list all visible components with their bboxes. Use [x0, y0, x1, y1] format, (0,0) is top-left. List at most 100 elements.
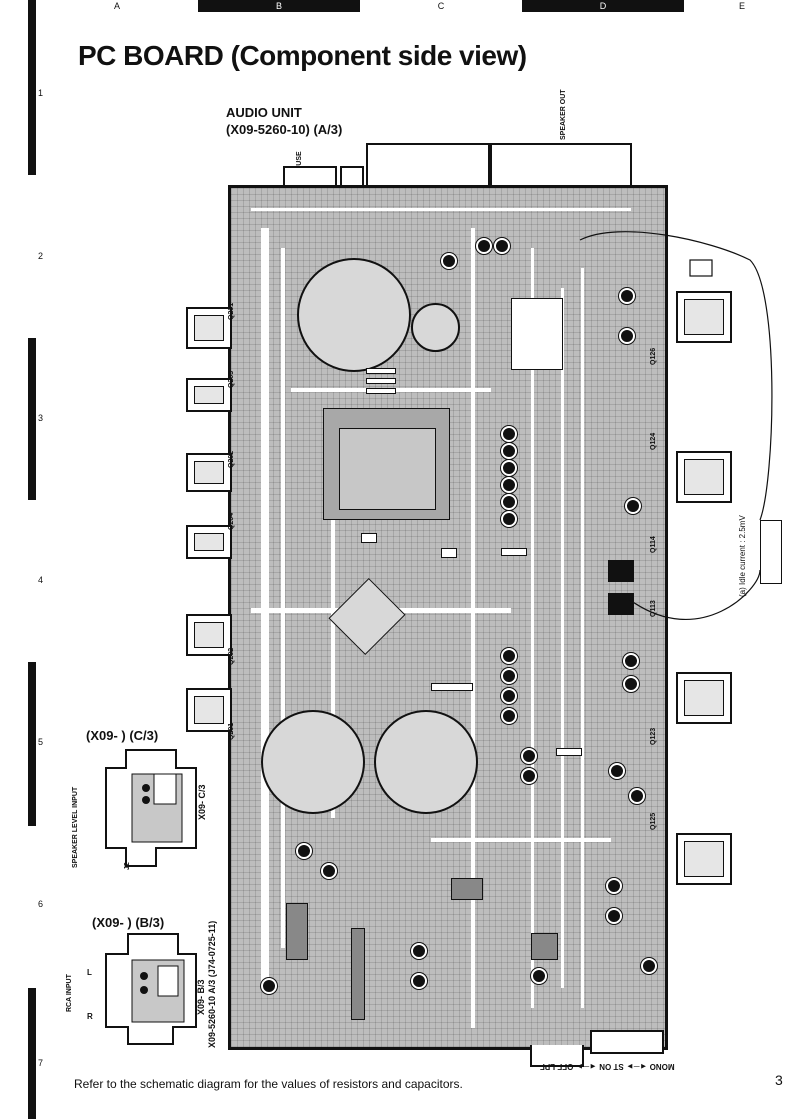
relay	[511, 298, 563, 370]
mode-switch-label: MONO ◄─► ST ON ◄─► OFF LPF	[540, 1062, 675, 1071]
power-transistor-tab	[676, 451, 732, 503]
capacitor	[261, 710, 365, 814]
transistor	[501, 426, 517, 442]
idle-current-label: (a) Idle current : 2.5mV	[738, 515, 747, 597]
row-label: 5	[38, 737, 44, 747]
footer-note: Refer to the schematic diagram for the v…	[74, 1077, 463, 1091]
transistor	[411, 943, 427, 959]
capacitor	[297, 258, 411, 372]
transistor-label: Q201	[228, 722, 235, 740]
transistor	[501, 648, 517, 664]
transistor-label: Q125	[650, 812, 657, 830]
power-transistor-tab	[186, 307, 232, 349]
right-channel-label: R	[87, 1012, 93, 1021]
transistor	[476, 238, 492, 254]
trace	[561, 288, 564, 988]
ic-chip	[286, 903, 308, 960]
row-label: 6	[38, 899, 44, 909]
driver-transistor	[608, 560, 634, 582]
transistor	[411, 973, 427, 989]
transistor	[441, 253, 457, 269]
transistor-label: Q203	[228, 370, 235, 388]
transistor	[501, 688, 517, 704]
pc-board	[228, 185, 668, 1050]
power-transistor-tab	[186, 378, 232, 412]
top-ruler: A B C D E	[36, 0, 800, 12]
trace	[251, 208, 631, 211]
switch	[590, 1030, 664, 1054]
row-label: 3	[38, 413, 44, 423]
capacitor	[374, 710, 478, 814]
driver-transistor	[608, 593, 634, 615]
power-transistor-tab	[186, 453, 232, 492]
power-transistor-tab	[186, 688, 232, 732]
transistor	[623, 676, 639, 692]
power-transistor-tab	[676, 291, 732, 343]
trace	[331, 518, 335, 818]
transistor	[641, 958, 657, 974]
ic-chip	[351, 928, 365, 1020]
transistor	[501, 511, 517, 527]
left-channel-label: L	[87, 968, 92, 977]
sub-board-c-code: X09- C/3	[197, 784, 207, 820]
transistor	[606, 908, 622, 924]
audio-unit-name: AUDIO UNIT	[226, 105, 302, 120]
resistor	[431, 683, 473, 691]
sub-board-c-title: (X09- ) (C/3)	[86, 728, 159, 743]
left-ruler	[0, 0, 36, 1119]
transistor	[629, 788, 645, 804]
transistor-label: Q123	[650, 727, 657, 745]
transformer-core	[339, 428, 436, 510]
resistor	[441, 548, 457, 558]
resistor	[556, 748, 582, 756]
transistor	[494, 238, 510, 254]
left-ruler-segment	[28, 338, 36, 500]
rca-input-label: RCA INPUT	[66, 974, 73, 1012]
column-label: A	[36, 0, 198, 12]
connector	[530, 1045, 584, 1067]
transistor	[609, 763, 625, 779]
test-lead-wire	[579, 231, 773, 621]
resistor	[366, 368, 396, 374]
row-label: 1	[38, 88, 44, 98]
transistor	[261, 978, 277, 994]
speaker-out-label: SPEAKER OUT	[560, 89, 567, 140]
transistor	[501, 494, 517, 510]
row-label: 2	[38, 251, 44, 261]
resistor	[501, 548, 527, 556]
speaker-out-connector	[490, 143, 632, 192]
audio-unit-code: (X09-5260-10) (A/3)	[226, 122, 343, 137]
transistor	[501, 708, 517, 724]
ic-chip	[451, 878, 483, 900]
power-transistor-tab	[676, 833, 732, 885]
transistor-label: Q201	[228, 302, 235, 320]
row-label: 4	[38, 575, 44, 585]
transistor	[625, 498, 641, 514]
trace	[431, 838, 611, 842]
transistor	[501, 668, 517, 684]
ic-chip	[531, 933, 558, 960]
transistor	[321, 863, 337, 879]
power-transistor-tab	[186, 525, 232, 559]
row-label: 7	[38, 1058, 44, 1068]
trace	[531, 248, 534, 1008]
left-ruler-segment	[28, 0, 36, 175]
transistor	[619, 328, 635, 344]
transistor	[606, 878, 622, 894]
column-label: E	[684, 0, 800, 12]
column-label: C	[360, 0, 522, 12]
sub-board-c	[105, 749, 197, 867]
transistor	[521, 748, 537, 764]
left-ruler-segment	[28, 662, 36, 826]
transistor	[623, 653, 639, 669]
page-title: PC BOARD (Component side view)	[78, 40, 527, 71]
capacitor	[411, 303, 460, 352]
column-label: B	[198, 0, 360, 12]
power-transistor-tab	[186, 614, 232, 656]
transistor	[531, 968, 547, 984]
transistor	[501, 477, 517, 493]
page-number: 3	[775, 1072, 783, 1088]
resistor	[361, 533, 377, 543]
power-transistor-tab	[676, 672, 732, 724]
trace	[281, 248, 285, 948]
